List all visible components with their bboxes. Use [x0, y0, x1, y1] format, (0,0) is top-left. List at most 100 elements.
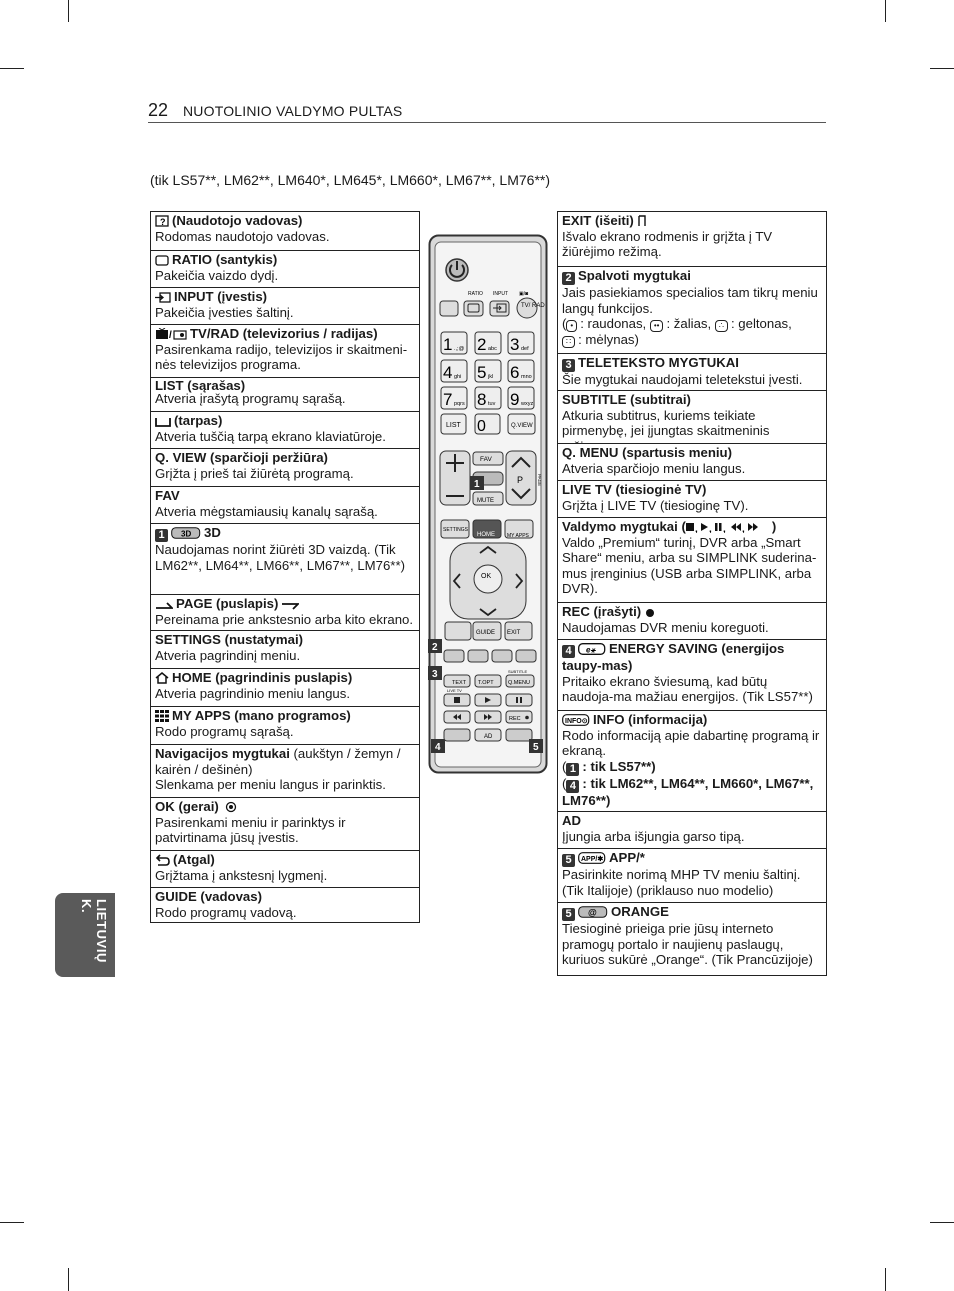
- crop-mark: [68, 1268, 69, 1291]
- app-button[interactable]: [505, 728, 533, 742]
- ad-button[interactable]: [474, 728, 502, 742]
- marker-4-icon: 4: [435, 742, 441, 753]
- space-icon: [155, 418, 171, 427]
- table-row: Q. VIEW (sparčioji peržiūra) Grįžta į pr…: [151, 448, 419, 486]
- digit-button[interactable]: [440, 386, 468, 410]
- row-desc: Valdo „Premium“ turinį, DVR arba „Smart …: [562, 534, 817, 597]
- list-button[interactable]: [440, 413, 467, 435]
- digit-button[interactable]: [507, 359, 535, 383]
- row-desc: Pasirinkite norimą MHP TV meniu šaltinį.…: [562, 867, 801, 898]
- input-label: INPUT: [493, 291, 508, 297]
- table-row: OK (gerai) Pasirenkami meniu ir parinkty…: [151, 797, 419, 850]
- digit-button[interactable]: [507, 386, 535, 410]
- energy-saving-button[interactable]: [443, 728, 471, 742]
- row-title: (Atgal): [173, 852, 215, 867]
- topt-button[interactable]: [474, 674, 502, 688]
- exit-button[interactable]: [504, 621, 533, 641]
- user-guide-button[interactable]: [439, 300, 459, 317]
- digit-label: 2: [477, 335, 486, 354]
- guide-label: GUIDE: [476, 630, 495, 636]
- tvrad-button[interactable]: [516, 297, 538, 319]
- settings-button[interactable]: [440, 519, 470, 539]
- qmenu-button[interactable]: [505, 674, 535, 688]
- rec-button[interactable]: [505, 710, 533, 724]
- home-icon: [155, 672, 169, 684]
- mute-button[interactable]: [472, 491, 504, 506]
- row-desc: Atveria pagrindinį meniu.: [155, 647, 301, 663]
- table-row: SETTINGS (nustatymai) Atveria pagrindinį…: [151, 630, 419, 668]
- qview-button[interactable]: [507, 413, 536, 435]
- row-desc: Pasirenkama radijo, televizijos ir skait…: [155, 341, 408, 373]
- red-button[interactable]: [443, 649, 465, 663]
- digit-button[interactable]: [507, 331, 535, 355]
- digit-letters: pqrs: [454, 401, 465, 407]
- row-title: (Naudotojo vadovas): [172, 213, 303, 228]
- marker-2-icon: 2: [432, 642, 438, 653]
- table-row: ?(Naudotojo vadovas) Rodomas naudotojo v…: [151, 212, 419, 250]
- row-title-extra: (aukštyn / žemyn / kairėn / dešinėn): [155, 746, 401, 777]
- table-row: HOME (pagrindinis puslapis) Atveria pagr…: [151, 668, 419, 706]
- table-row: LIVE TV (tiesioginė TV) Grįžta į LIVE TV…: [558, 480, 826, 517]
- row-desc: Naudojamas norint žiūrėti 3D vaizdą. (Ti…: [155, 542, 405, 573]
- digit-button[interactable]: [474, 386, 502, 410]
- home-button[interactable]: [472, 519, 502, 539]
- info-note: : tik LM62**, LM64**, LM660*, LM67**, LM…: [562, 775, 814, 808]
- my-apps-button[interactable]: [504, 519, 534, 539]
- pause-button[interactable]: [505, 693, 533, 707]
- marker-4-icon: 4: [566, 779, 580, 793]
- input-icon: [155, 292, 171, 303]
- table-row: RATIO (santykis) Pakeičia vaizdo dydį.: [151, 250, 419, 287]
- digit-button[interactable]: [440, 331, 468, 355]
- yellow-button[interactable]: [491, 649, 513, 663]
- digit-button[interactable]: [474, 359, 502, 383]
- svg-text:e⚹: e⚹: [586, 646, 596, 655]
- list-label: LIST: [446, 422, 462, 429]
- info-icon: INFO⊙: [562, 714, 590, 726]
- zero-button[interactable]: [474, 413, 501, 435]
- row-title: INPUT (įvestis): [174, 289, 268, 304]
- crop-mark: [885, 0, 886, 22]
- digit-button[interactable]: [474, 331, 502, 355]
- mute-label: MUTE: [477, 498, 494, 504]
- marker-5-icon: 5: [533, 742, 539, 753]
- page-label: PAGE: [537, 474, 542, 486]
- row-title: (tarpas): [174, 413, 223, 428]
- marker-4-icon: 4: [562, 645, 575, 658]
- ok-button[interactable]: [473, 564, 503, 594]
- crop-mark: [930, 1222, 954, 1223]
- digit-label: 4: [443, 363, 452, 382]
- models-note: (tik LS57**, LM62**, LM640*, LM645*, LM6…: [150, 172, 550, 188]
- row-title: GUIDE (vadovas): [155, 889, 262, 904]
- digit-letters: tuv: [488, 401, 496, 407]
- row-desc: Grįžta į prieš tai žiūrėtą programą.: [155, 465, 354, 481]
- marker-2-icon: 2: [562, 272, 575, 285]
- digit-button[interactable]: [440, 359, 468, 383]
- left-button-table: ?(Naudotojo vadovas) Rodomas naudotojo v…: [150, 211, 420, 923]
- back-button[interactable]: [444, 621, 472, 641]
- row-desc: Pereinama prie ankstesnio arba kito ekra…: [155, 611, 414, 627]
- row-desc: Tiesioginė prieiga prie jūsų interneto p…: [562, 921, 813, 968]
- orange-button-icon: @: [578, 906, 608, 918]
- row-desc: Įjungia arba išjungia garso tipą.: [562, 828, 745, 844]
- crop-mark: [0, 1222, 24, 1223]
- blue-button[interactable]: [515, 649, 537, 663]
- ratio-button[interactable]: [463, 300, 484, 317]
- row-desc: Pasirenkami meniu ir parinktys ir patvir…: [155, 814, 346, 846]
- guide-button[interactable]: [472, 621, 502, 641]
- green-button[interactable]: [467, 649, 489, 663]
- svg-text:3D: 3D: [181, 530, 191, 539]
- digit-letters: jkl: [487, 374, 493, 380]
- crop-mark: [68, 0, 69, 22]
- text-button[interactable]: [443, 674, 471, 688]
- tvrad-small-label: ▣/◙: [519, 291, 528, 297]
- table-row: GUIDE (vadovas) Rodo programų vadovą.: [151, 887, 419, 923]
- table-row: /TV/RAD (televizorius / radijas) Pasiren…: [151, 324, 419, 377]
- rec-label: REC: [509, 716, 521, 722]
- my-apps-icon: [155, 710, 169, 722]
- row-title: EXIT (išeiti): [562, 213, 634, 228]
- row-title: LIVE TV (tiesioginė TV): [562, 482, 707, 497]
- fav-button[interactable]: [472, 451, 504, 466]
- digit-label: 1: [443, 335, 452, 354]
- fav-label: FAV: [480, 456, 492, 463]
